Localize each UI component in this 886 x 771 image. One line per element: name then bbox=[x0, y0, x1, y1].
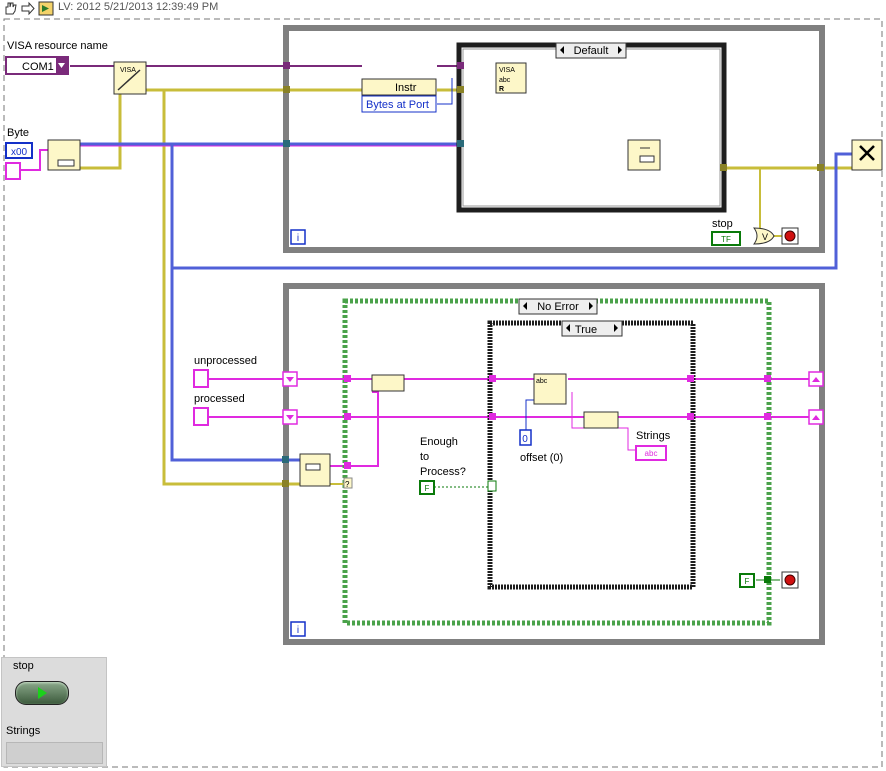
case-selector-terminal bbox=[343, 477, 353, 489]
tunnel bbox=[283, 62, 290, 69]
tunnel bbox=[344, 375, 351, 382]
tunnel bbox=[489, 375, 496, 382]
false-const[interactable] bbox=[739, 573, 755, 588]
toolbar: LV: 2012 5/21/2013 12:39:49 PM bbox=[0, 0, 886, 18]
enqueue-node[interactable] bbox=[627, 139, 661, 171]
property-node-class[interactable] bbox=[361, 78, 437, 96]
strings-ind-text: abc bbox=[645, 449, 658, 458]
byte-label: Byte bbox=[7, 127, 30, 139]
stop-icon bbox=[784, 230, 796, 242]
tunnel bbox=[764, 375, 771, 382]
tunnel bbox=[457, 140, 464, 147]
stop-icon bbox=[784, 574, 796, 586]
svg-text:abc: abc bbox=[536, 378, 548, 385]
svg-text:abc: abc bbox=[499, 77, 511, 84]
stop-label: stop bbox=[712, 218, 733, 230]
close-icon bbox=[859, 145, 875, 161]
tunnel bbox=[764, 413, 771, 420]
unprocessed-label: unprocessed bbox=[194, 355, 257, 367]
processed-label: processed bbox=[194, 393, 245, 405]
tunnel bbox=[283, 86, 290, 93]
strings-label: Strings bbox=[636, 430, 671, 442]
enough-false-const[interactable] bbox=[419, 480, 435, 495]
tunnel bbox=[457, 86, 464, 93]
svg-text:VISA: VISA bbox=[499, 67, 515, 74]
property-bytes-label: Bytes at Port bbox=[366, 99, 429, 111]
tunnel bbox=[283, 140, 290, 147]
tunnel bbox=[687, 413, 694, 420]
visa-resource-control[interactable] bbox=[5, 56, 69, 75]
offset-constant[interactable] bbox=[519, 429, 532, 446]
string-constant[interactable] bbox=[5, 162, 21, 180]
tunnel bbox=[344, 413, 351, 420]
or-node[interactable] bbox=[753, 227, 775, 245]
tunnel bbox=[282, 480, 289, 487]
fp-strings-indicator bbox=[6, 742, 103, 764]
visa-value: COM1 bbox=[22, 61, 54, 73]
true-case[interactable] bbox=[487, 320, 696, 590]
tunnel bbox=[720, 164, 727, 171]
true-selector-label: True bbox=[575, 324, 597, 336]
property-node-bytes[interactable] bbox=[361, 95, 437, 113]
tunnel bbox=[687, 375, 694, 382]
diagram-border bbox=[3, 18, 883, 768]
arrow-icon[interactable] bbox=[20, 1, 36, 16]
bottom-while-loop[interactable] bbox=[283, 283, 825, 645]
false-const-text: F bbox=[745, 577, 750, 586]
offset-const-text: 0 bbox=[522, 434, 528, 445]
enough-label-1: Enough bbox=[420, 436, 458, 448]
enough-const-text: F bbox=[425, 484, 430, 493]
hand-icon[interactable] bbox=[2, 1, 18, 16]
bottom-iteration-text: i bbox=[297, 625, 299, 636]
strings-indicator[interactable] bbox=[635, 445, 667, 461]
byte-value: x00 bbox=[11, 147, 28, 158]
byte-control[interactable] bbox=[5, 142, 33, 159]
svg-text:VISA: VISA bbox=[120, 67, 136, 74]
tunnel bbox=[282, 456, 289, 463]
visa-resource-label: VISA resource name bbox=[7, 40, 108, 52]
top-iteration-text: i bbox=[297, 233, 299, 244]
processed-control[interactable] bbox=[193, 407, 209, 426]
stop-boolean-const[interactable] bbox=[711, 231, 741, 246]
match-pattern-node[interactable] bbox=[533, 373, 567, 405]
offset-label: offset (0) bbox=[520, 452, 564, 464]
release-queue-node[interactable] bbox=[851, 139, 883, 171]
top-case-selector-label: Default bbox=[574, 45, 609, 57]
tunnel bbox=[344, 462, 351, 469]
or-text: V bbox=[762, 232, 768, 242]
svg-text:?: ? bbox=[345, 480, 350, 489]
bottom-iteration-terminal bbox=[290, 621, 306, 637]
property-class-label: Instr bbox=[395, 82, 417, 94]
enough-label-3: Process? bbox=[420, 466, 466, 478]
build-array-node[interactable] bbox=[583, 411, 619, 429]
fp-stop-label: stop bbox=[13, 660, 34, 672]
fp-strings-label: Strings bbox=[6, 725, 41, 737]
enough-label-2: to bbox=[420, 451, 430, 463]
toolbar-title: LV: 2012 5/21/2013 12:39:49 PM bbox=[58, 1, 219, 13]
case-selector-terminal-inner bbox=[487, 480, 497, 492]
tunnel bbox=[489, 413, 496, 420]
play-icon bbox=[38, 687, 47, 699]
svg-text:R: R bbox=[499, 86, 504, 93]
tunnel bbox=[457, 62, 464, 69]
top-case-selector[interactable] bbox=[555, 42, 627, 59]
chevron-down-icon[interactable] bbox=[58, 63, 65, 68]
no-error-selector-label: No Error bbox=[537, 301, 579, 313]
top-while-loop[interactable] bbox=[283, 25, 825, 253]
no-error-selector[interactable] bbox=[518, 298, 598, 315]
tunnel bbox=[817, 164, 824, 171]
unprocessed-control[interactable] bbox=[193, 369, 209, 388]
top-iteration-terminal bbox=[290, 229, 306, 245]
stop-const-text: TF bbox=[721, 235, 731, 244]
fp-stop-button[interactable] bbox=[15, 681, 69, 705]
true-selector[interactable] bbox=[561, 320, 623, 337]
visa-read-node[interactable] bbox=[495, 62, 527, 94]
concatenate-node[interactable] bbox=[371, 374, 405, 392]
labview-icon[interactable] bbox=[38, 1, 54, 16]
